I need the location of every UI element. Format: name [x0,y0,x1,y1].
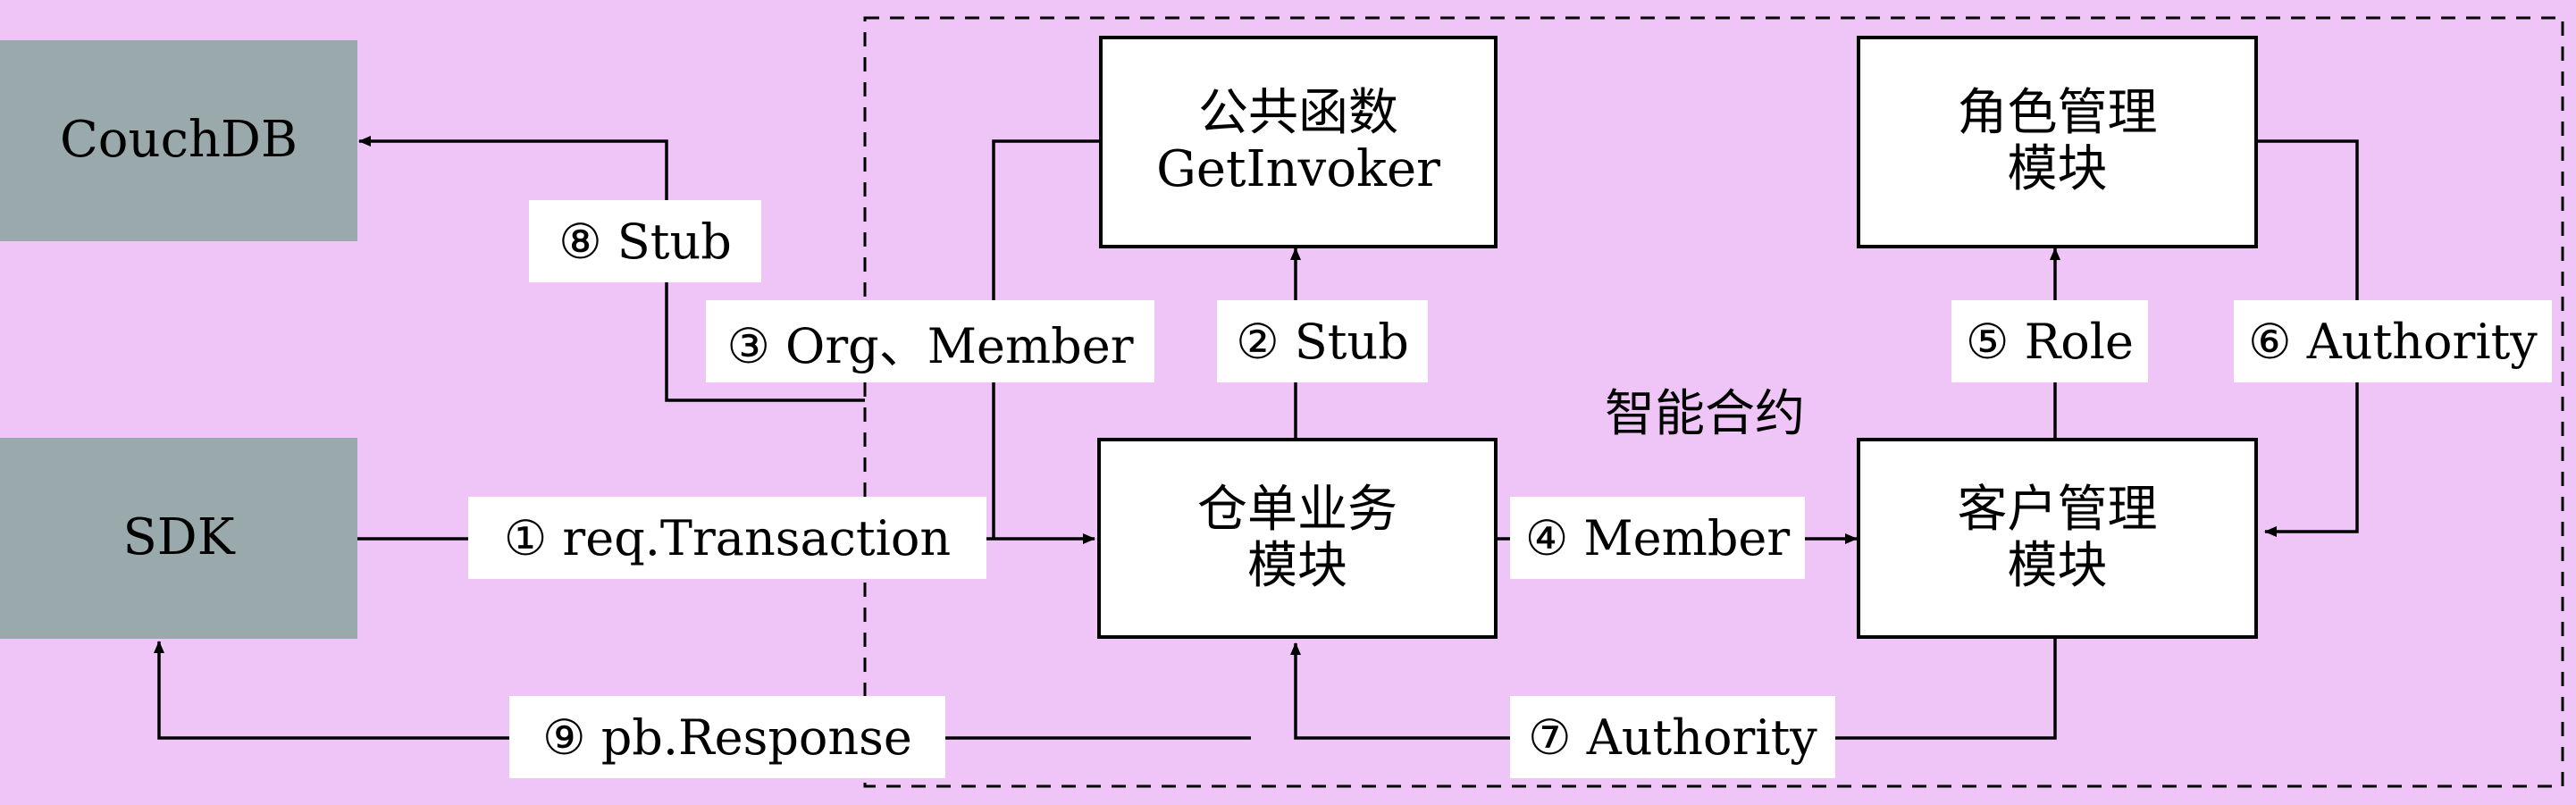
edge-3-label: ③ Org、Member [706,300,1154,382]
edge-1-label: ① req.Transaction [468,497,986,579]
sdk-box: SDK [0,438,357,639]
getinvoker-line1: 公共函数 [1198,84,1398,143]
couchdb-label: CouchDB [59,111,298,170]
smart-contract-title: 智能合约 [1605,385,1805,443]
edge-2-label: ② Stub [1217,300,1428,382]
warehouse-line1: 仓单业务 [1197,480,1397,539]
customer-management-line1: 客户管理 [1957,480,2158,539]
sdk-label: SDK [122,508,235,567]
edge-7-label: ⑦ Authority [1510,696,1835,778]
edge-6-label: ⑥ Authority [2234,300,2552,382]
edge-4-label: ④ Member [1510,497,1805,579]
edge-9-label: ⑨ pb.Response [509,696,945,778]
customer-management-line2: 模块 [2007,536,2108,595]
warehouse-business-module: 仓单业务 模块 [1097,438,1498,639]
customer-management-module: 客户管理 模块 [1857,438,2258,639]
warehouse-line2: 模块 [1247,536,1347,595]
couchdb-box: CouchDB [0,40,357,241]
role-management-module: 角色管理 模块 [1857,36,2258,248]
edge-8-label: ⑧ Stub [529,200,761,282]
getinvoker-module: 公共函数 GetInvoker [1099,36,1498,248]
role-management-line2: 模块 [2007,140,2108,198]
edge-5-label: ⑤ Role [1951,300,2148,382]
edge-3-line [992,139,1099,539]
role-management-line1: 角色管理 [1957,84,2158,143]
getinvoker-line2: GetInvoker [1156,140,1440,198]
smart-contract-boundary [863,16,2564,788]
